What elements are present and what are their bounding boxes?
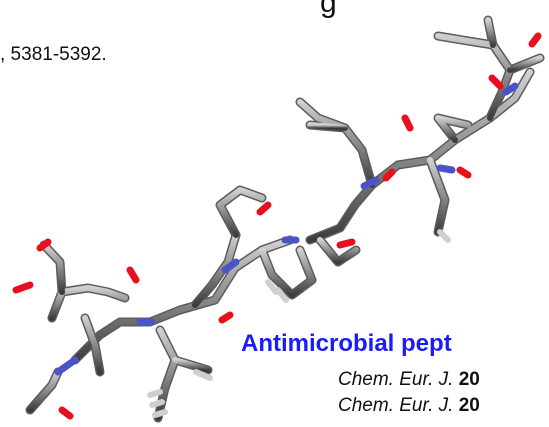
citation-line: Chem. Eur. J. 20	[338, 369, 480, 391]
slide-title-fragment: g	[320, 0, 337, 19]
citation-journal: Chem. Eur. J.	[338, 369, 454, 390]
slide-heading: Antimicrobial pept	[241, 330, 452, 357]
citation-year: 20	[458, 369, 480, 390]
citation-year: 20	[458, 395, 480, 416]
molecule-bonds	[12, 15, 545, 423]
citation-journal: Chem. Eur. J.	[338, 395, 454, 416]
reference-pages-text: , 5381-5392.	[0, 44, 107, 65]
citation-line: Chem. Eur. J. 20	[338, 395, 480, 417]
